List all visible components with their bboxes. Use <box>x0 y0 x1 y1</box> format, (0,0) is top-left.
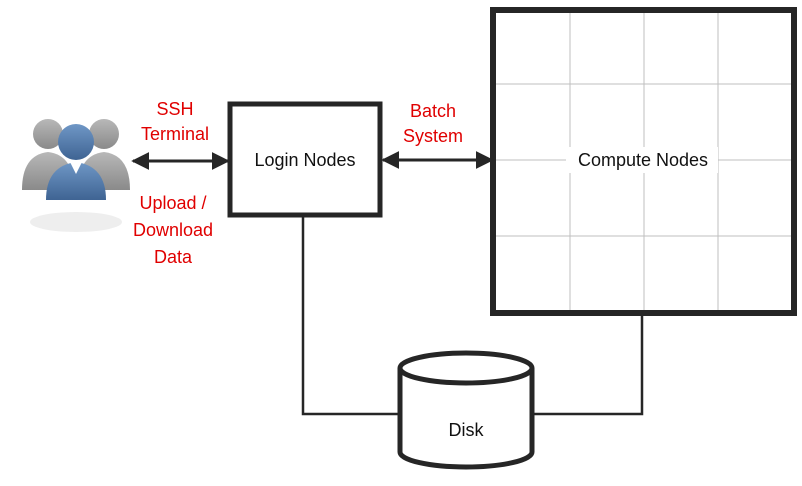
compute-nodes-label: Compute Nodes <box>578 150 708 170</box>
compute-label-bg <box>566 147 718 173</box>
batch-label: Batch <box>410 101 456 121</box>
users-group-icon <box>22 119 130 232</box>
disk-cylinder <box>397 350 535 470</box>
ssh-label: SSH <box>156 99 193 119</box>
login-nodes-box <box>227 101 383 218</box>
download-label: Download <box>133 220 213 240</box>
data-label: Data <box>154 247 193 267</box>
system-label: System <box>403 126 463 146</box>
login-disk-connector <box>301 217 400 416</box>
disk-label: Disk <box>449 420 485 440</box>
compute-disk-connector <box>532 316 644 416</box>
upload-download-annotation: Upload / Download Data <box>133 193 213 267</box>
batch-system-annotation: Batch System <box>403 101 463 146</box>
terminal-label: Terminal <box>141 124 209 144</box>
upload-label: Upload / <box>139 193 206 213</box>
ssh-terminal-annotation: SSH Terminal <box>141 99 209 144</box>
login-nodes-label: Login Nodes <box>254 150 355 170</box>
